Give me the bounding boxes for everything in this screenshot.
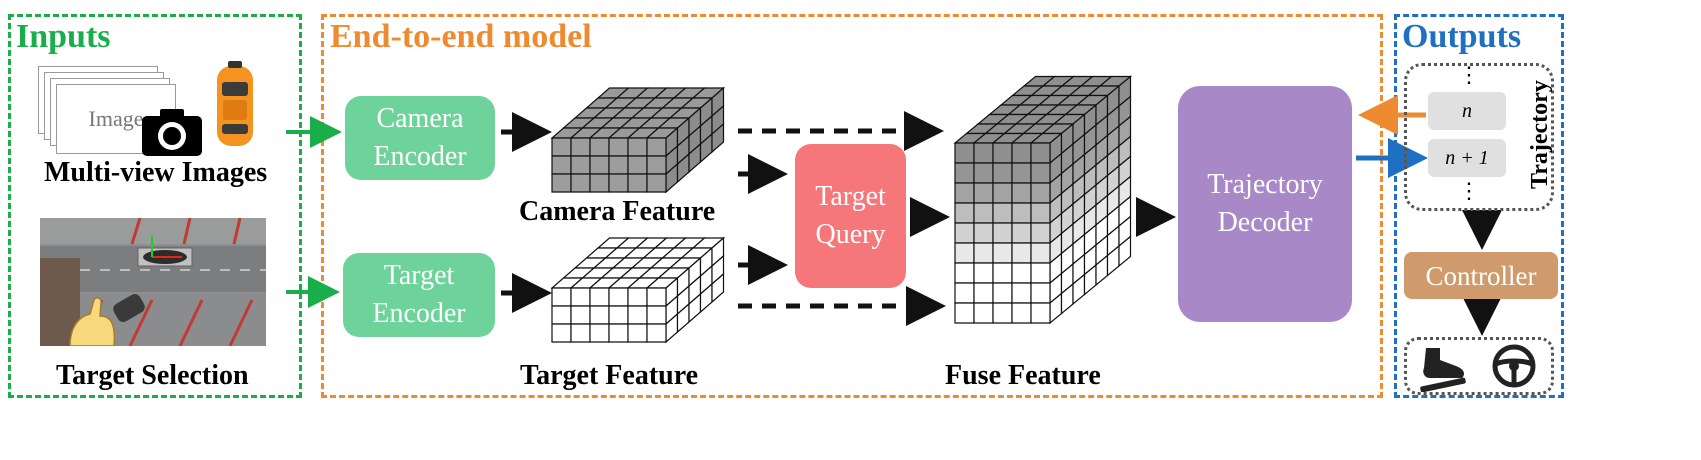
trajectory-decoder-box: Trajectory Decoder bbox=[1178, 86, 1352, 322]
target-selection-label: Target Selection bbox=[56, 360, 249, 391]
target-feature-label: Target Feature bbox=[520, 360, 699, 391]
fuse-feature-label: Fuse Feature bbox=[945, 360, 1101, 391]
target-feature-cube-front-cell bbox=[646, 323, 667, 343]
outputs-section bbox=[1394, 14, 1564, 398]
camera-icon bbox=[140, 106, 204, 158]
aerial-image bbox=[40, 218, 266, 346]
trajectory-box bbox=[1404, 63, 1554, 211]
car-icon bbox=[214, 60, 256, 150]
controller-box: Controller bbox=[1404, 252, 1558, 299]
trajectory-dots-bottom: ⋮ bbox=[1458, 178, 1480, 203]
target-query-box: Target Query bbox=[795, 144, 906, 288]
model-section bbox=[321, 14, 1383, 398]
steering-wheel-icon bbox=[1490, 342, 1538, 390]
pedal-icon bbox=[1416, 342, 1470, 392]
actuators-box bbox=[1404, 337, 1554, 395]
inputs-section bbox=[8, 14, 302, 398]
camera-feature-cube-front-cell bbox=[646, 173, 667, 193]
model-title: End-to-end model bbox=[330, 18, 592, 55]
camera-encoder-box: Camera Encoder bbox=[345, 96, 495, 180]
fuse-feature-cube-side-cell bbox=[1118, 235, 1132, 268]
trajectory-step-n: n bbox=[1428, 92, 1506, 130]
trajectory-step-n1: n + 1 bbox=[1428, 139, 1506, 177]
trajectory-vertical-label: Trajectory bbox=[1527, 80, 1553, 190]
image-card-text: Image bbox=[88, 106, 144, 131]
target-feature-cube-side-cell bbox=[711, 272, 725, 304]
camera-feature-cube-side-cell bbox=[711, 122, 725, 154]
target-encoder-box: Target Encoder bbox=[343, 253, 495, 337]
trajectory-step-n-text: n bbox=[1462, 100, 1472, 122]
camera-feature-label: Camera Feature bbox=[519, 196, 716, 227]
inputs-title: Inputs bbox=[16, 18, 111, 55]
trajectory-dots-top: ⋮ bbox=[1458, 62, 1480, 87]
trajectory-step-n1-text: n + 1 bbox=[1445, 147, 1489, 169]
fuse-feature-cube-front-cell bbox=[1030, 302, 1051, 324]
multiview-images-label: Multi-view Images bbox=[44, 157, 268, 188]
outputs-title: Outputs bbox=[1402, 18, 1522, 55]
